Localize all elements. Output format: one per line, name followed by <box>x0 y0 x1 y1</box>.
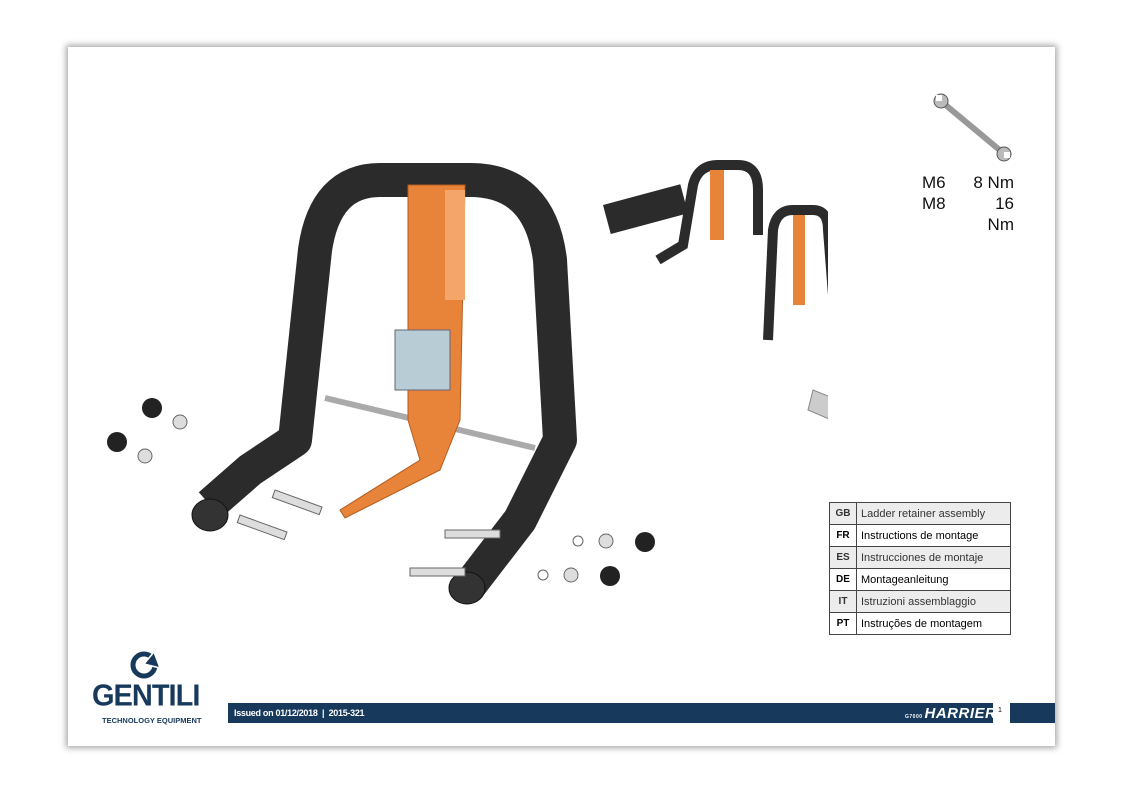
lang-code: GB <box>829 502 857 525</box>
issue-date: Issued on 01/12/2018 <box>234 708 318 718</box>
lang-code: FR <box>829 524 857 547</box>
bolt-size: M6 <box>922 173 946 192</box>
lang-text: Istruzioni assemblaggio <box>856 590 1011 613</box>
torque-row-m8: M8 16 Nm <box>922 193 1014 235</box>
nuts <box>107 398 655 586</box>
lang-code: IT <box>829 590 857 613</box>
bolt-size: M8 <box>922 194 946 213</box>
frame <box>191 163 577 605</box>
document-code: 2015-321 <box>328 708 365 718</box>
torque-value: 8 Nm <box>973 173 1014 192</box>
page-number: 1 <box>998 707 1002 714</box>
assembly-illustration <box>107 163 655 605</box>
lang-text: Instructions de montage <box>856 524 1011 547</box>
lang-code: ES <box>829 546 857 569</box>
torque-row-m6: M6 8 Nm <box>922 172 1014 193</box>
footer-band <box>228 703 993 723</box>
strap <box>339 184 466 519</box>
overview-illustration <box>603 160 828 420</box>
lang-code: PT <box>829 612 857 635</box>
lang-text: Instruções de montagem <box>856 612 1011 635</box>
footer-band-end <box>1010 703 1055 723</box>
product-logo-text: HARRIER <box>924 705 997 722</box>
bolts <box>236 489 501 577</box>
torque-specs: M6 8 Nm M8 16 Nm <box>922 172 1014 235</box>
gentili-logo-icon <box>130 650 162 679</box>
brand-name: GENTILI <box>92 679 200 713</box>
lang-text: Montageanleitung <box>856 568 1011 591</box>
issue-info: Issued on 01/12/2018 | 2015-321 <box>234 708 365 718</box>
brand-tagline: TECHNOLOGY EQUIPMENT <box>102 716 202 725</box>
wrench-icon <box>933 93 1012 162</box>
lang-text: Instrucciones de montaje <box>856 546 1011 569</box>
lang-text: Ladder retainer assembly <box>856 502 1011 525</box>
torque-value: 16 Nm <box>987 194 1014 234</box>
lang-code: DE <box>829 568 857 591</box>
product-logo-small: G7000 <box>905 714 923 720</box>
